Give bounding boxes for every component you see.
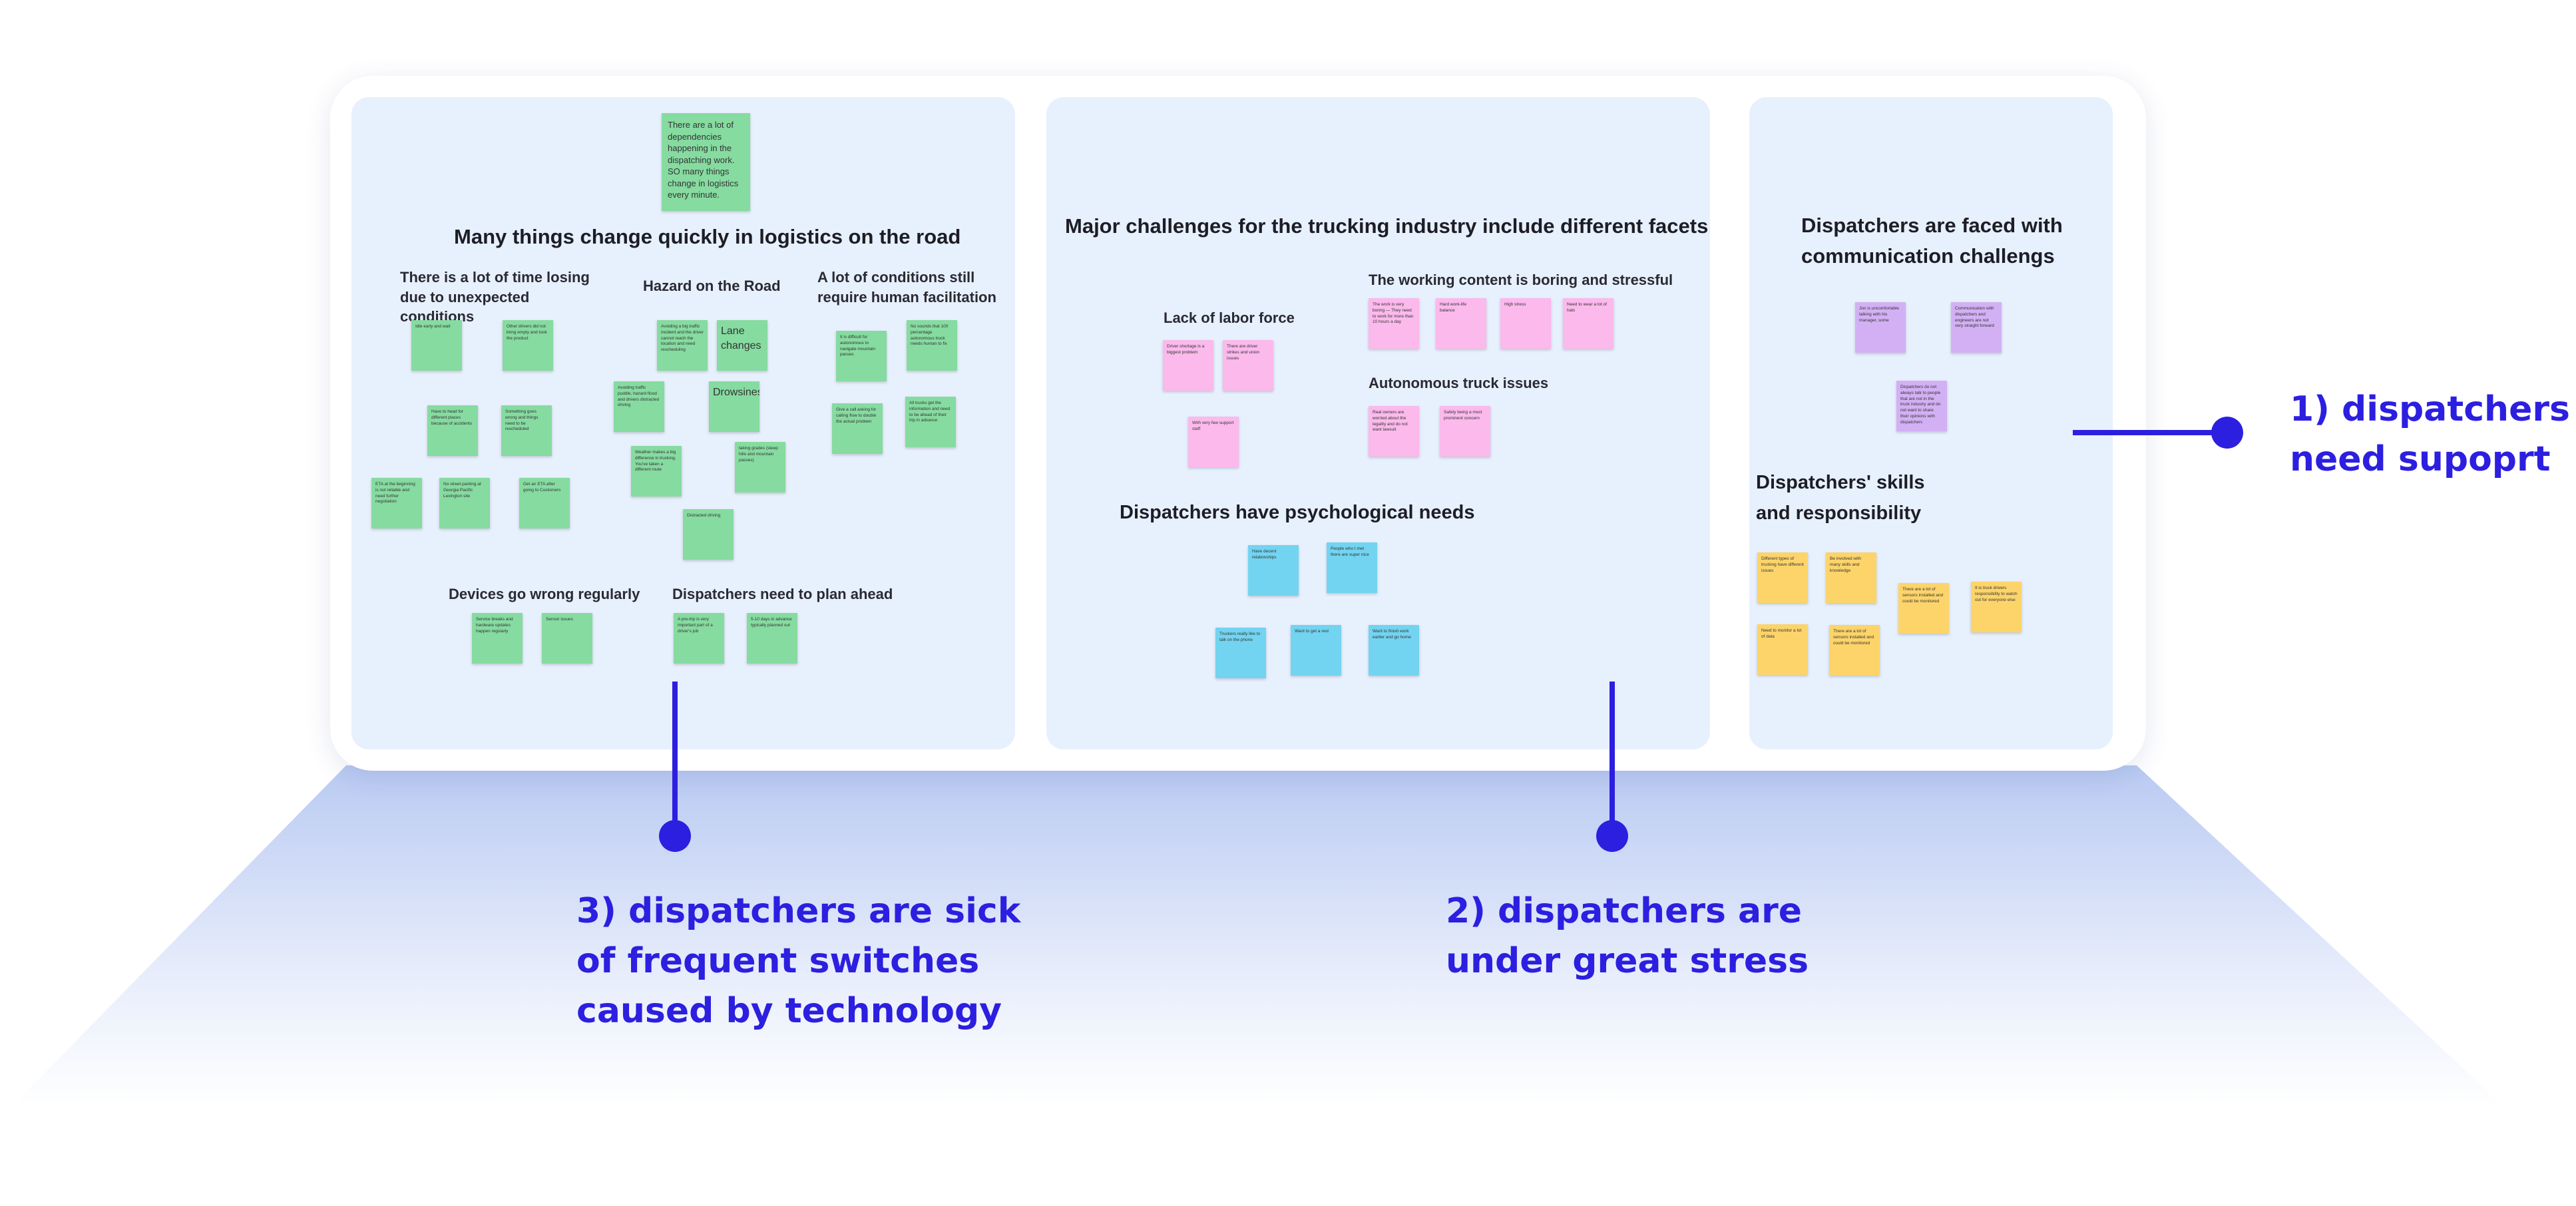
- sticky-note[interactable]: Have to head for different places becaus…: [427, 405, 478, 456]
- sticky-note[interactable]: Truckers really like to talk on the phon…: [1215, 628, 1266, 678]
- sticky-note[interactable]: There are a lot of sensors installed and…: [1898, 583, 1949, 634]
- sticky-note[interactable]: It is difficult for autonomous to naviga…: [836, 331, 887, 381]
- subheading-psychological-needs: Dispatchers have psychological needs: [1120, 502, 1475, 523]
- sticky-note[interactable]: Weather makes a big difference in trucki…: [631, 446, 682, 497]
- subheading-labor-force: Lack of labor force: [1164, 309, 1295, 326]
- callout-1-connector-line: [2073, 430, 2221, 435]
- panel-title-industry: Major challenges for the trucking indust…: [1065, 214, 1709, 238]
- sticky-note[interactable]: Want to finish work earlier and go home: [1369, 625, 1419, 676]
- sticky-note[interactable]: There are driver strikes and union issue…: [1223, 340, 1273, 391]
- callout-2-connector-line: [1610, 682, 1615, 836]
- subheading-working-content: The working content is boring and stress…: [1369, 272, 1673, 288]
- sticky-note[interactable]: ETA at the beginning is not reliable and…: [371, 478, 422, 528]
- subheading-devices: Devices go wrong regularly: [449, 586, 640, 602]
- sticky-note[interactable]: With very few support staff: [1188, 417, 1239, 467]
- sticky-note[interactable]: Want to get a rest: [1291, 625, 1341, 676]
- sticky-note[interactable]: There are a lot of sensors installed and…: [1829, 625, 1880, 676]
- sticky-note[interactable]: Be involved with many skills and knowled…: [1826, 552, 1876, 603]
- sticky-note[interactable]: No sounds that 100 percentage autonomous…: [907, 320, 957, 371]
- subheading-autonomous-issues: Autonomous truck issues: [1369, 375, 1549, 391]
- sticky-note[interactable]: Distracted driving: [683, 509, 734, 560]
- callout-2-marker-dot: [1596, 820, 1628, 852]
- sticky-note[interactable]: Safety being a most prominent concern: [1440, 406, 1490, 457]
- sticky-note[interactable]: Service breaks and hardware updates happ…: [472, 613, 523, 664]
- subheading-skills-responsibility: Dispatchers' skills and responsibility: [1756, 472, 1925, 524]
- sticky-note[interactable]: Avoiding a big traffic incident and the …: [657, 320, 708, 371]
- sticky-note[interactable]: It is truck drivers responsibility to wa…: [1971, 582, 2022, 632]
- sticky-note[interactable]: Have decent relationships: [1248, 545, 1299, 596]
- sticky-note[interactable]: Something goes wrong and things need to …: [501, 405, 552, 456]
- callout-3-connector-line: [672, 682, 678, 836]
- sticky-note[interactable]: No street parking at Georgia Pacific Lex…: [439, 478, 490, 528]
- subheading-time-losing: There is a lot of time losing due to une…: [400, 269, 590, 325]
- sticky-note[interactable]: Other drivers did not bring empty and to…: [503, 320, 553, 371]
- panel-title-communication: Dispatchers are faced with communication…: [1801, 214, 2063, 268]
- sticky-note[interactable]: High stress: [1500, 298, 1551, 349]
- sticky-note[interactable]: taking grades (steep hills and mountain …: [735, 442, 785, 493]
- sticky-note[interactable]: Communication with dispatchers and engin…: [1951, 302, 2002, 353]
- sticky-note[interactable]: Dispatchers do not always talk to people…: [1896, 381, 1947, 431]
- callout-technology-switches: 3) dispatchers are sick of frequent swit…: [576, 891, 1021, 1031]
- sticky-note[interactable]: People who I met there are super nice: [1327, 542, 1377, 593]
- subheading-conditions: A lot of conditions still require human …: [817, 269, 996, 305]
- subheading-hazard-road: Hazard on the Road: [643, 278, 781, 294]
- sticky-note[interactable]: Avoiding traffic puddle, hazard flood an…: [614, 381, 664, 432]
- callout-3-marker-dot: [659, 820, 691, 852]
- sticky-note[interactable]: The work is very boring — They need to w…: [1369, 298, 1419, 349]
- sticky-note[interactable]: Need to monitor a lot of data: [1757, 624, 1808, 675]
- sticky-note[interactable]: Real owners are worried about the legali…: [1369, 406, 1419, 457]
- sticky-note[interactable]: Need to wear a lot of hats: [1563, 298, 1613, 349]
- callout-1-marker-dot: [2211, 417, 2243, 449]
- sticky-note-lane-changes[interactable]: Lane changes: [717, 320, 767, 371]
- panel-title-logistics: Many things change quickly in logistics …: [454, 225, 961, 248]
- callout-dispatchers-need-support: 1) dispatchers need supoprt: [2290, 389, 2570, 479]
- sticky-note[interactable]: 5-10 days in advance typically planned o…: [747, 613, 797, 664]
- sticky-note[interactable]: Get an ETA after going to Customers: [519, 478, 570, 528]
- sticky-note[interactable]: Different types of trucking have differe…: [1757, 552, 1808, 603]
- sticky-note[interactable]: Give a call asking for calling flow to d…: [832, 403, 883, 454]
- sticky-note-dependencies[interactable]: There are a lot of dependencies happenin…: [662, 113, 750, 211]
- sticky-note[interactable]: Sensor issues: [542, 613, 592, 664]
- sticky-note[interactable]: Idle early and wait: [411, 320, 462, 371]
- sticky-note-drowsiness[interactable]: Drowsiness: [709, 381, 759, 432]
- sticky-note[interactable]: Hard work-life balance: [1436, 298, 1486, 349]
- sticky-note[interactable]: All trucks get the information and need …: [905, 397, 956, 447]
- sticky-note[interactable]: Driver shortage is a biggest problem: [1163, 340, 1213, 391]
- sticky-note[interactable]: Jon is uncomfortable talking with his ma…: [1855, 302, 1906, 353]
- sticky-note[interactable]: A pre-trip is very important part of a d…: [674, 613, 724, 664]
- subheading-plan-ahead: Dispatchers need to plan ahead: [672, 586, 893, 602]
- callout-dispatchers-great-stress: 2) dispatchers are under great stress: [1446, 891, 1809, 981]
